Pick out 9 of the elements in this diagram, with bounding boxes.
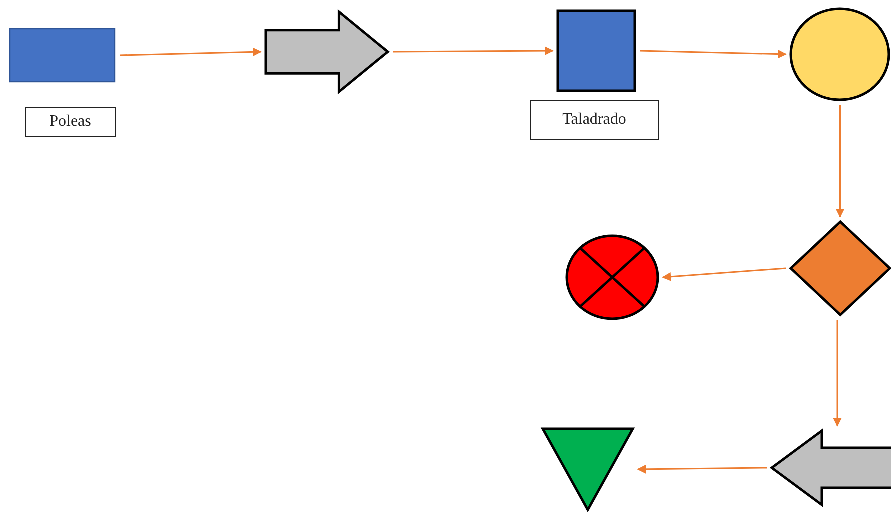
label-box: Poleas	[25, 107, 116, 137]
arrow	[836, 105, 845, 218]
arrow	[662, 268, 786, 282]
label-box: Taladrado	[530, 100, 659, 140]
arrow	[393, 46, 554, 56]
arrow	[640, 50, 787, 59]
arrow	[833, 320, 842, 427]
arrow	[637, 464, 767, 474]
arrow	[120, 48, 262, 57]
